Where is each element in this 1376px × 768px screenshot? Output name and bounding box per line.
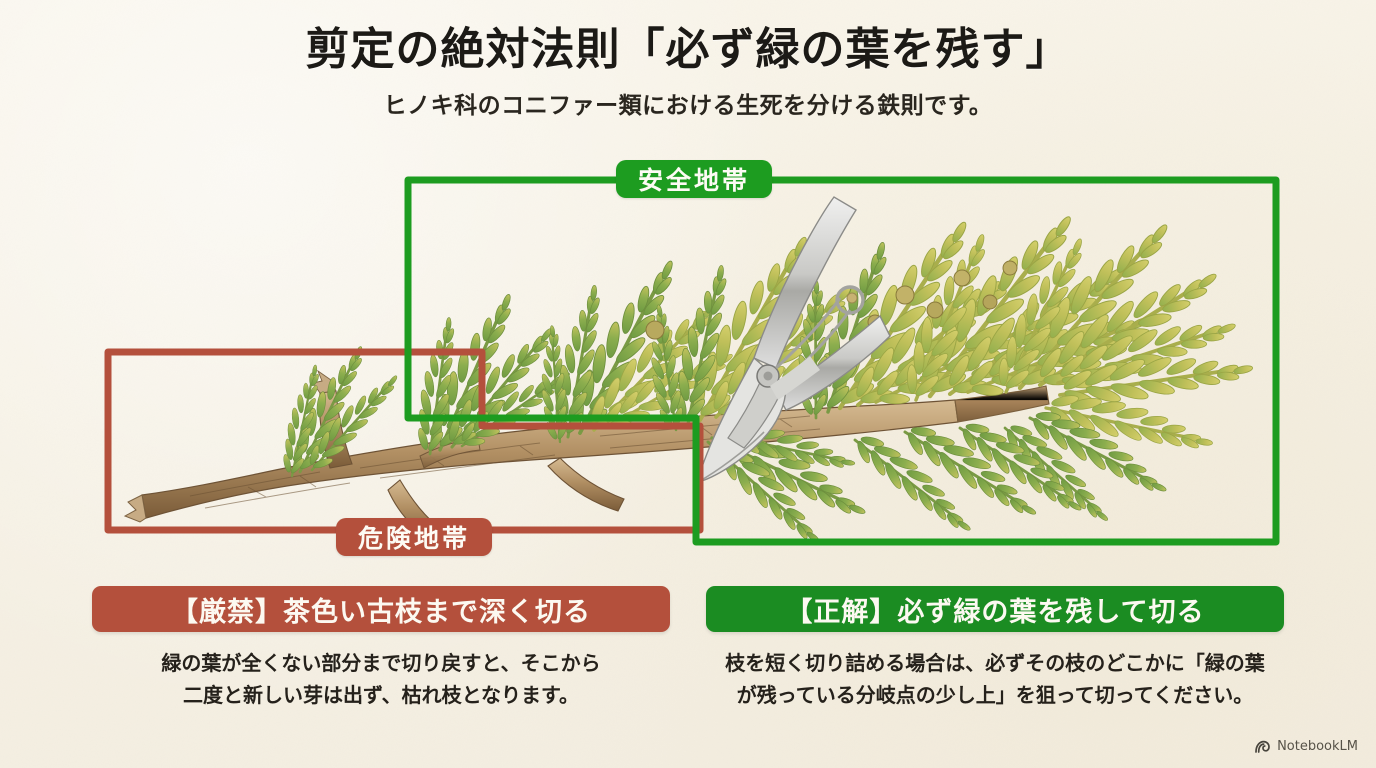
page-title: 剪定の絶対法則「必ず緑の葉を残す」 — [305, 24, 1071, 75]
panel-correct-banner: 【正解】必ず緑の葉を残して切る — [706, 586, 1284, 632]
danger-zone-label-text: 危険地帯 — [358, 524, 471, 553]
conclusion-panels: 【厳禁】茶色い古枝まで深く切る 緑の葉が全くない部分まで切り戻すと、そこから 二… — [0, 586, 1376, 746]
panel-correct-body-line1: 枝を短く切り詰める場合は、必ずその枝のどこかに「緑の葉 — [725, 651, 1265, 675]
notebooklm-icon — [1255, 740, 1270, 753]
panel-prohibited-body-line2: 二度と新しい芽は出ず、枯れ枝となります。 — [183, 682, 579, 707]
panel-prohibited-banner-text: 【厳禁】茶色い古枝まで深く切る — [171, 596, 591, 628]
safe-zone-label: 安全地帯 — [616, 160, 773, 198]
panel-correct-body: 枝を短く切り詰める場合は、必ずその枝のどこかに「緑の葉 が残っている分岐点の少し… — [706, 648, 1284, 711]
safe-zone-label-text: 安全地帯 — [638, 166, 751, 195]
panel-correct-body-line2: が残っている分岐点の少し上」を狙って切ってください。 — [736, 682, 1254, 707]
panel-prohibited-body: 緑の葉が全くない部分まで切り戻すと、そこから 二度と新しい芽は出ず、枯れ枝となり… — [92, 648, 670, 711]
notebooklm-watermark: NotebookLM — [1254, 739, 1358, 754]
page-subtitle: ヒノキ科のコニファー類における生死を分ける鉄則です。 — [383, 92, 993, 119]
foliage-group-right — [793, 199, 1258, 545]
panel-prohibited-body-line1: 緑の葉が全くない部分まで切り戻すと、そこから — [161, 651, 601, 675]
header: 剪定の絶対法則「必ず緑の葉を残す」 ヒノキ科のコニファー類における生死を分ける鉄… — [0, 0, 1376, 120]
panel-correct-banner-text: 【正解】必ず緑の葉を残して切る — [785, 596, 1205, 628]
panel-correct: 【正解】必ず緑の葉を残して切る 枝を短く切り詰める場合は、必ずその枝のどこかに「… — [706, 586, 1284, 711]
panel-prohibited-banner: 【厳禁】茶色い古枝まで深く切る — [92, 586, 670, 632]
conifer-branch-illustration — [0, 150, 1376, 570]
danger-zone-label: 危険地帯 — [336, 518, 493, 556]
notebooklm-label: NotebookLM — [1277, 739, 1358, 754]
panel-prohibited: 【厳禁】茶色い古枝まで深く切る 緑の葉が全くない部分まで切り戻すと、そこから 二… — [92, 586, 670, 711]
